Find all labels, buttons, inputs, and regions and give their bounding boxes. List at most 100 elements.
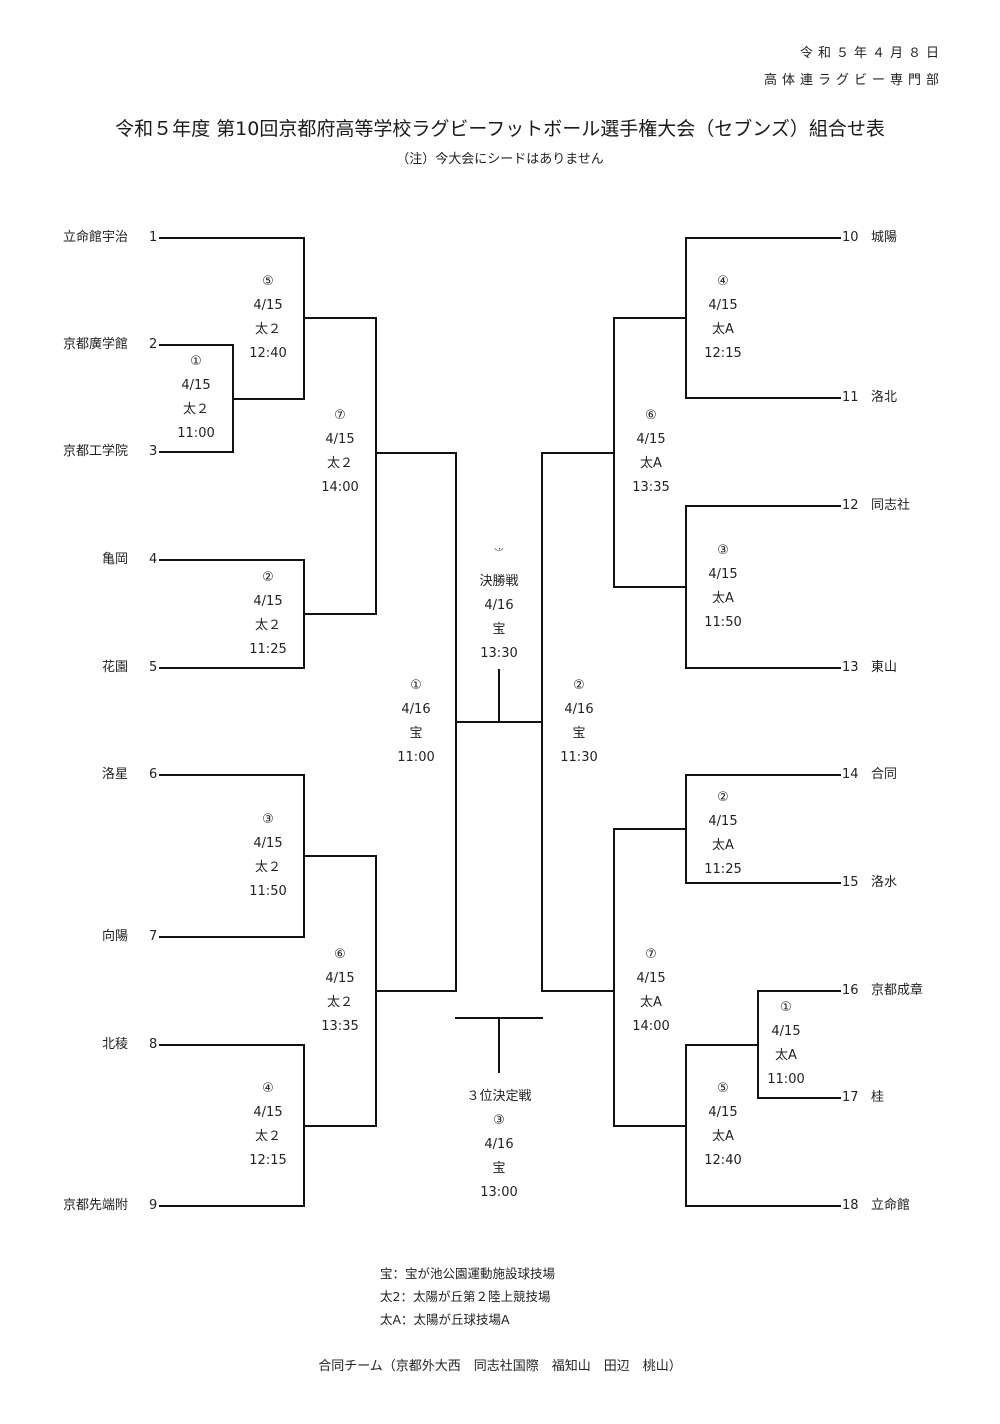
venue-legend: 宝：宝が池公園運動施設球技場 太2：太陽が丘第２陸上競技場 太A：太陽が丘球技場… <box>380 1262 555 1331</box>
match-number: ① <box>410 678 422 693</box>
match-time: 11:00 <box>767 1072 805 1087</box>
match-number: ④ <box>717 274 729 289</box>
semifinal-2-info: ② 4/16 宝 11:30 <box>544 674 614 770</box>
team-number: 16 <box>842 983 859 998</box>
team-number: 18 <box>842 1198 859 1213</box>
match-venue: 宝 <box>492 622 506 637</box>
match-time: 13:35 <box>321 1019 359 1034</box>
bracket-line-match-r1 <box>685 990 841 1099</box>
team-number: 8 <box>149 1037 158 1052</box>
match-time: 11:30 <box>560 750 598 765</box>
team-number: 2 <box>149 337 158 352</box>
match-info-right-3: ③ 4/15 太A 11:50 <box>688 539 758 635</box>
team-name: 桂 <box>871 1090 885 1105</box>
match-venue: 太２ <box>326 456 353 471</box>
match-venue: 太A <box>712 591 734 606</box>
team-number: 13 <box>842 660 859 675</box>
match-date: 4/15 <box>325 971 355 986</box>
joint-team-note: 合同チーム（京都外大西 同志社国際 福知山 田辺 桃山） <box>318 1359 682 1374</box>
team-name: 北稜 <box>101 1037 128 1052</box>
bracket-line-match-r5 <box>613 1044 841 1207</box>
team-name: 亀岡 <box>101 552 128 567</box>
match-number: ⑤ <box>717 1081 729 1096</box>
semifinal-1-info: ① 4/16 宝 11:00 <box>381 674 451 770</box>
bracket-line-match-r2 <box>613 774 841 884</box>
match-venue: 太A <box>712 1129 734 1144</box>
team-name: 京都先端附 <box>62 1198 128 1213</box>
page-title: 令和５年度 第10回京都府高等学校ラグビーフットボール選手権大会（セブンズ）組合… <box>115 118 885 140</box>
team-name: 洛星 <box>101 767 128 782</box>
match-date: 4/15 <box>771 1024 801 1039</box>
match-time: 13:00 <box>480 1185 518 1200</box>
match-info-right-1: ① 4/15 太A 11:00 <box>751 996 821 1092</box>
match-date: 4/15 <box>708 298 738 313</box>
match-date: 4/15 <box>325 432 355 447</box>
match-number: ② <box>717 790 729 805</box>
match-venue: 太２ <box>326 995 353 1010</box>
match-number: ⑤ <box>262 274 274 289</box>
match-venue: 太２ <box>254 618 281 633</box>
match-number: ③ <box>262 812 274 827</box>
match-time: 11:25 <box>704 862 742 877</box>
match-time: 13:30 <box>480 646 518 661</box>
match-time: 12:15 <box>704 346 742 361</box>
match-date: 4/16 <box>484 598 514 613</box>
match-venue: 太A <box>712 322 734 337</box>
team-name: 京都成章 <box>871 983 924 998</box>
legend-item: 太2：太陽が丘第２陸上競技場 <box>380 1289 551 1304</box>
match-time: 11:50 <box>249 884 287 899</box>
match-time: 13:35 <box>632 480 670 495</box>
match-time: 12:40 <box>249 346 287 361</box>
match-venue: 太A <box>640 456 662 471</box>
bracket-line-team-1 <box>159 237 305 400</box>
match-number: ⑥ <box>645 408 657 423</box>
team-name: 東山 <box>871 660 898 675</box>
match-time: 11:25 <box>249 642 287 657</box>
match-info-right-2: ② 4/15 太A 11:25 <box>688 786 758 882</box>
team-name: 向陽 <box>101 929 128 944</box>
bracket-line-match-l3 <box>159 774 377 938</box>
match-venue: 太２ <box>254 1129 281 1144</box>
match-venue: 太２ <box>182 402 209 417</box>
match-venue: 太A <box>712 838 734 853</box>
final-number-clip: ④ <box>458 548 540 560</box>
team-number: 1 <box>149 230 158 245</box>
third-place-info: ３位決定戦 ③ 4/16 宝 13:00 <box>449 1085 549 1205</box>
match-time: 11:00 <box>177 426 215 441</box>
team-number: 17 <box>842 1090 859 1105</box>
match-time: 14:00 <box>321 480 359 495</box>
match-date: 4/15 <box>636 971 666 986</box>
team-name: 京都工学院 <box>62 444 128 459</box>
team-number: 15 <box>842 875 859 890</box>
team-name: 洛水 <box>871 875 898 890</box>
match-number: ⑦ <box>645 947 657 962</box>
match-number: ① <box>780 1000 792 1015</box>
match-info-left-2: ② 4/15 太２ 11:25 <box>233 566 303 662</box>
seed-note: （注）今大会にシードはありません <box>396 152 604 167</box>
team-name: 立命館宇治 <box>62 230 128 245</box>
team-number: 11 <box>842 390 859 405</box>
match-time: 14:00 <box>632 1019 670 1034</box>
team-name: 合同 <box>871 767 898 782</box>
match-time: 12:15 <box>249 1153 287 1168</box>
match-date: 4/16 <box>484 1137 514 1152</box>
bracket-line-semi-1 <box>455 452 500 992</box>
match-venue: 太A <box>640 995 662 1010</box>
match-date: 4/15 <box>253 1105 283 1120</box>
match-number: ⑦ <box>334 408 346 423</box>
match-time: 12:40 <box>704 1153 742 1168</box>
match-info-right-4: ④ 4/15 太A 12:15 <box>688 270 758 366</box>
team-number: 12 <box>842 498 859 513</box>
match-number: ③ <box>493 1113 505 1128</box>
match-info-left-6: ⑥ 4/15 太２ 13:35 <box>305 943 375 1039</box>
team-number: 14 <box>842 767 859 782</box>
bracket-line-third-place <box>455 1017 543 1073</box>
bracket-line-match-l4 <box>159 1044 377 1207</box>
department-line: 高体連ラグビー専門部 <box>763 73 944 88</box>
final-info: 決勝戦 4/16 宝 13:30 <box>464 570 534 666</box>
bracket-line-match-r6 <box>541 317 615 588</box>
match-venue: 太２ <box>254 322 281 337</box>
team-name: 同志社 <box>871 498 911 513</box>
match-info-left-3: ③ 4/15 太２ 11:50 <box>233 808 303 904</box>
